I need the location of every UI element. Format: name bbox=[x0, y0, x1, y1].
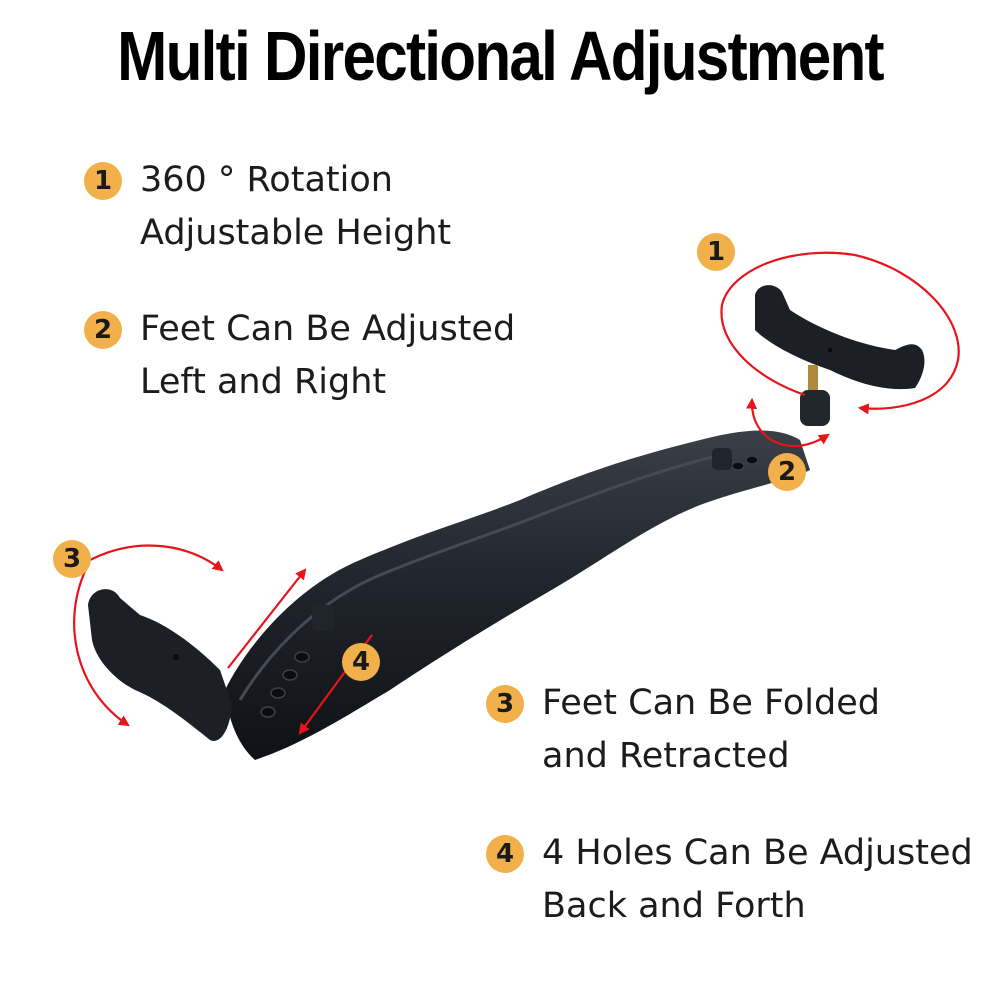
feature-text-line: Feet Can Be Adjusted bbox=[140, 309, 516, 349]
feature-text-line: Left and Right bbox=[140, 362, 387, 402]
feature-fold-retract: 3 Feet Can Be Folded and Retracted bbox=[486, 677, 880, 783]
feature-number-badge: 4 bbox=[486, 835, 524, 873]
feature-text-line: 360 ° Rotation bbox=[140, 160, 393, 200]
left-foot bbox=[88, 589, 232, 741]
feature-text-line: Feet Can Be Folded bbox=[542, 683, 880, 723]
feature-number-badge: 1 bbox=[84, 162, 122, 200]
feature-text-line: 4 Holes Can Be Adjusted bbox=[542, 833, 973, 873]
feature-holes-back-forth: 4 4 Holes Can Be Adjusted Back and Forth bbox=[486, 827, 973, 933]
marker-badge-4: 4 bbox=[342, 643, 380, 681]
marker-badge-2: 2 bbox=[768, 453, 806, 491]
marker-badge-1: 1 bbox=[697, 233, 735, 271]
feature-text-line: Adjustable Height bbox=[140, 213, 452, 253]
feature-text-line: Back and Forth bbox=[542, 886, 806, 926]
feature-number-badge: 3 bbox=[486, 685, 524, 723]
adjustment-arrows bbox=[73, 251, 960, 735]
feature-text-line: and Retracted bbox=[542, 736, 790, 776]
feature-feet-left-right: 2 Feet Can Be Adjusted Left and Right bbox=[84, 303, 515, 409]
shoulder-rest-body bbox=[225, 430, 810, 760]
right-foot bbox=[755, 285, 925, 426]
marker-badge-3: 3 bbox=[53, 540, 91, 578]
page-title: Multi Directional Adjustment bbox=[117, 17, 884, 95]
feature-rotation: 1 360 ° Rotation Adjustable Height bbox=[84, 154, 451, 260]
feature-number-badge: 2 bbox=[84, 311, 122, 349]
